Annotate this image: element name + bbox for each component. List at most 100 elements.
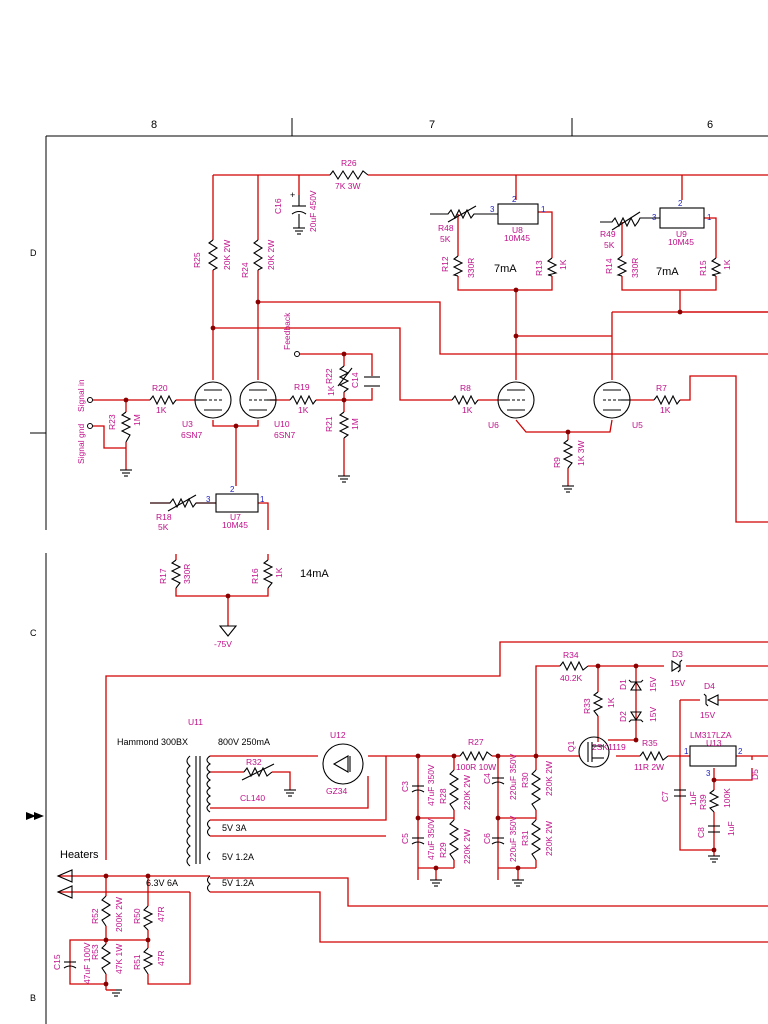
svg-text:R16: R16 <box>250 568 260 584</box>
svg-text:C3: C3 <box>400 781 410 792</box>
svg-text:R28: R28 <box>438 788 448 804</box>
capacitor-c4: C4 220uF 350V <box>482 753 518 800</box>
svg-text:R22: R22 <box>324 368 334 384</box>
svg-text:R32: R32 <box>246 757 262 767</box>
diode-d5-label: D5 <box>750 769 760 780</box>
svg-text:R20: R20 <box>152 383 168 393</box>
capacitor-c3: C3 47uF 350V <box>400 764 436 806</box>
svg-text:R15: R15 <box>698 260 708 276</box>
transformer-u11: U11 Hammond 300BX 800V 250mA 5V 3A 5V 1.… <box>117 717 270 893</box>
svg-text:330R: 330R <box>182 564 192 584</box>
svg-text:2: 2 <box>678 199 683 208</box>
regulator-u13: LM317LZA U13 1 2 3 <box>684 730 743 778</box>
svg-text:5V 1.2A: 5V 1.2A <box>222 852 254 862</box>
svg-text:1: 1 <box>541 205 546 214</box>
svg-text:11R 2W: 11R 2W <box>634 762 664 772</box>
svg-text:U7: U7 <box>230 512 241 522</box>
svg-text:6SN7: 6SN7 <box>181 430 203 440</box>
column-8-label: 8 <box>151 119 157 131</box>
svg-text:U9: U9 <box>676 229 687 239</box>
svg-text:1K: 1K <box>462 405 473 415</box>
rectifier-u12: U12 GZ34 <box>322 730 364 796</box>
resistor-r19: R19 1K <box>289 382 317 415</box>
regulator-u9: 3 2 1 U9 10M45 R49 5K <box>600 199 712 250</box>
resistor-r24: R24 20K 2W <box>240 239 276 278</box>
svg-text:Feedback: Feedback <box>282 312 292 350</box>
svg-text:1K: 1K <box>722 259 732 270</box>
svg-text:15V: 15V <box>700 710 715 720</box>
svg-text:330R: 330R <box>466 258 476 278</box>
resistor-r29: R29 220K 2W <box>438 819 472 864</box>
resistor-r14: R14 330R <box>604 255 640 278</box>
signal-in-terminal: Signal in <box>76 379 93 412</box>
svg-text:C5: C5 <box>400 833 410 844</box>
svg-text:R31: R31 <box>520 830 530 846</box>
svg-text:5V 1.2A: 5V 1.2A <box>222 878 254 888</box>
svg-text:1uF: 1uF <box>726 821 736 836</box>
svg-text:R39: R39 <box>698 794 708 810</box>
row-b-label: B <box>30 993 36 1003</box>
resistor-r25: R25 20K 2W <box>192 239 232 271</box>
resistor-r13: R13 1K <box>534 257 568 277</box>
svg-text:2SK1119: 2SK1119 <box>592 742 626 752</box>
svg-text:40.2K: 40.2K <box>560 673 583 683</box>
resistor-r22: R22 1K <box>324 365 353 396</box>
svg-text:7K 3W: 7K 3W <box>335 181 361 191</box>
svg-text:5K: 5K <box>158 522 169 532</box>
resistor-r16: R16 1K <box>250 559 284 589</box>
capacitor-c7: C7 1uF <box>660 789 698 806</box>
svg-text:1: 1 <box>707 213 712 222</box>
svg-text:R19: R19 <box>294 382 310 392</box>
resistor-r51: R51 47R <box>132 947 166 975</box>
resistor-r23: R23 1M <box>107 411 142 443</box>
svg-text:1K: 1K <box>298 405 309 415</box>
ground-symbol <box>338 475 350 483</box>
svg-text:U3: U3 <box>182 419 193 429</box>
svg-text:R29: R29 <box>438 842 448 858</box>
svg-text:330R: 330R <box>630 258 640 278</box>
ground-symbol <box>708 855 720 863</box>
svg-text:Signal gnd: Signal gnd <box>76 424 86 464</box>
triode-u6: U6 <box>488 381 535 430</box>
resistor-r12: R12 330R <box>440 255 476 278</box>
svg-text:15V: 15V <box>648 677 658 692</box>
svg-text:220K 2W: 220K 2W <box>544 761 554 796</box>
svg-text:1K 3W: 1K 3W <box>576 440 586 466</box>
svg-text:1uF: 1uF <box>688 791 698 806</box>
svg-text:2: 2 <box>230 485 235 494</box>
svg-text:+: + <box>290 190 295 200</box>
row-d-label: D <box>30 248 37 258</box>
ground-symbol <box>106 989 122 997</box>
svg-text:U11: U11 <box>188 717 203 727</box>
svg-text:R48: R48 <box>438 223 454 233</box>
zener-d3: D3 15V <box>670 649 685 688</box>
drawing-frame: 8 7 6 D C B <box>26 118 768 1024</box>
svg-text:R52: R52 <box>90 908 100 924</box>
svg-text:R30: R30 <box>520 772 530 788</box>
svg-text:220K 2W: 220K 2W <box>462 775 472 810</box>
svg-text:1M: 1M <box>350 418 360 430</box>
svg-text:220uF 350V: 220uF 350V <box>508 815 518 862</box>
svg-text:D3: D3 <box>672 649 683 659</box>
svg-text:R33: R33 <box>582 698 592 714</box>
resistor-r9: R9 1K 3W <box>552 439 586 469</box>
column-7-label: 7 <box>429 119 435 131</box>
svg-text:GZ34: GZ34 <box>326 786 348 796</box>
neg75v-supply: -75V <box>214 625 238 649</box>
svg-text:5V 3A: 5V 3A <box>222 823 247 833</box>
svg-text:5K: 5K <box>604 240 615 250</box>
ground-symbol <box>430 879 442 887</box>
svg-text:CL140: CL140 <box>240 793 265 803</box>
svg-text:100R 10W: 100R 10W <box>456 762 496 772</box>
capacitor-c6: C6 220uF 350V <box>482 815 518 862</box>
resistor-r7: R7 1K <box>653 383 681 415</box>
resistor-r31: R31 220K 2W <box>520 819 554 861</box>
svg-text:47uF 100V: 47uF 100V <box>82 942 92 984</box>
ground-symbol <box>562 485 574 493</box>
resistor-r28: R28 220K 2W <box>438 769 472 811</box>
signal-gnd-terminal: Signal gnd <box>76 423 93 464</box>
capacitor-c5: C5 47uF 350V <box>400 818 436 860</box>
wires-upper <box>92 174 768 626</box>
column-6-label: 6 <box>707 119 713 131</box>
ground-symbol <box>120 469 132 477</box>
